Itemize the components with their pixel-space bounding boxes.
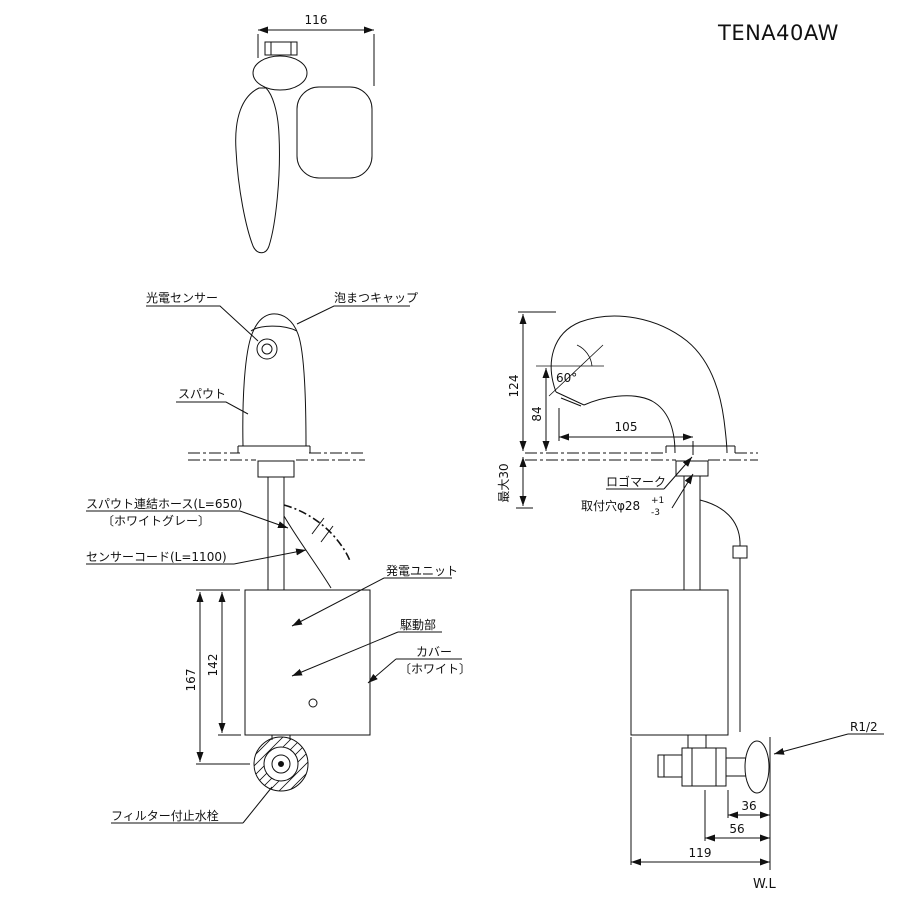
dim-116-value: 116	[305, 13, 328, 27]
front-dim-142	[218, 592, 241, 735]
side-dim-105	[559, 408, 693, 455]
label-filter-stop-valve: フィルター付止水栓	[111, 808, 219, 823]
label-mount-hole: 取付穴φ28	[581, 498, 640, 513]
dim-max30-value: 最大30	[497, 463, 511, 502]
label-photo-sensor: 光電センサー	[146, 291, 218, 305]
front-view	[86, 306, 462, 823]
label-water-line: W.L	[753, 877, 776, 892]
label-cover-line1: カバー	[416, 645, 452, 659]
side-dim-119	[631, 737, 770, 866]
dim-119-value: 119	[689, 846, 712, 860]
front-hose-fitting	[312, 518, 333, 542]
dim-105-value: 105	[615, 420, 638, 434]
dim-142-value: 142	[206, 654, 220, 677]
dim-56-value: 56	[729, 822, 744, 836]
side-dim-max30	[516, 457, 533, 508]
dim-124-value: 124	[507, 375, 521, 398]
top-view-base	[297, 87, 372, 178]
side-dim-36	[728, 790, 770, 819]
top-view-cap	[265, 42, 297, 55]
label-foam-cap: 泡まつキャップ	[334, 291, 418, 305]
top-view-head	[253, 56, 307, 90]
model-number: TENA40AW	[717, 21, 839, 45]
dim-84-value: 84	[530, 406, 544, 421]
front-sensor-outer	[257, 339, 277, 359]
side-cord	[700, 500, 740, 732]
side-counter-line	[525, 453, 758, 460]
side-dim-124	[518, 312, 556, 451]
label-cover-line2: 〔ホワイト〕	[399, 662, 471, 676]
top-view	[236, 26, 374, 253]
front-cap-seam	[251, 326, 297, 331]
label-logo-mark: ロゴマーク	[606, 474, 666, 489]
front-sensor-cord	[284, 516, 331, 588]
side-angle-60	[536, 345, 604, 396]
label-hose-line2: 〔ホワイトグレー〕	[102, 514, 210, 528]
top-view-spout-body	[236, 88, 280, 253]
label-spout: スパウト	[178, 387, 226, 401]
front-hose	[284, 505, 350, 561]
side-dim-56	[705, 790, 770, 842]
label-generator-unit: 発電ユニット	[386, 564, 458, 578]
front-dim-167	[196, 590, 250, 764]
label-thread-r12: R1/2	[850, 720, 878, 734]
side-spout-inner	[584, 396, 675, 453]
side-stop-valve	[658, 735, 769, 793]
front-base-flange	[238, 446, 310, 453]
front-counter-line	[188, 453, 365, 460]
label-mount-hole-tol-upper: +1	[651, 496, 664, 506]
side-cord-fitting	[733, 546, 747, 558]
dim-angle-value: 60°	[556, 371, 577, 385]
front-leaders	[86, 306, 462, 823]
side-spout-outer	[551, 316, 727, 453]
dim-167-value: 167	[184, 669, 198, 692]
label-sensor-cord: センサーコード(L=1100)	[86, 550, 227, 564]
label-mount-hole-tol-lower: -3	[651, 508, 660, 518]
front-box-screw	[309, 699, 317, 707]
front-shank	[258, 461, 294, 590]
front-valve-connection	[272, 735, 290, 740]
top-view-dim-116	[258, 26, 374, 86]
front-faucet-outline	[243, 314, 306, 446]
side-shank	[676, 461, 708, 590]
side-view	[516, 312, 884, 870]
label-hose-line1: スパウト連結ホース(L=650)	[86, 497, 242, 511]
side-base-flange	[666, 446, 735, 453]
side-generator-box	[631, 590, 728, 735]
front-sensor-inner	[262, 344, 272, 354]
dim-36-value: 36	[741, 799, 756, 813]
front-generator-box	[245, 590, 370, 735]
side-outlet-face	[556, 392, 584, 406]
side-leaders	[606, 457, 884, 755]
label-drive-unit: 駆動部	[400, 617, 436, 632]
